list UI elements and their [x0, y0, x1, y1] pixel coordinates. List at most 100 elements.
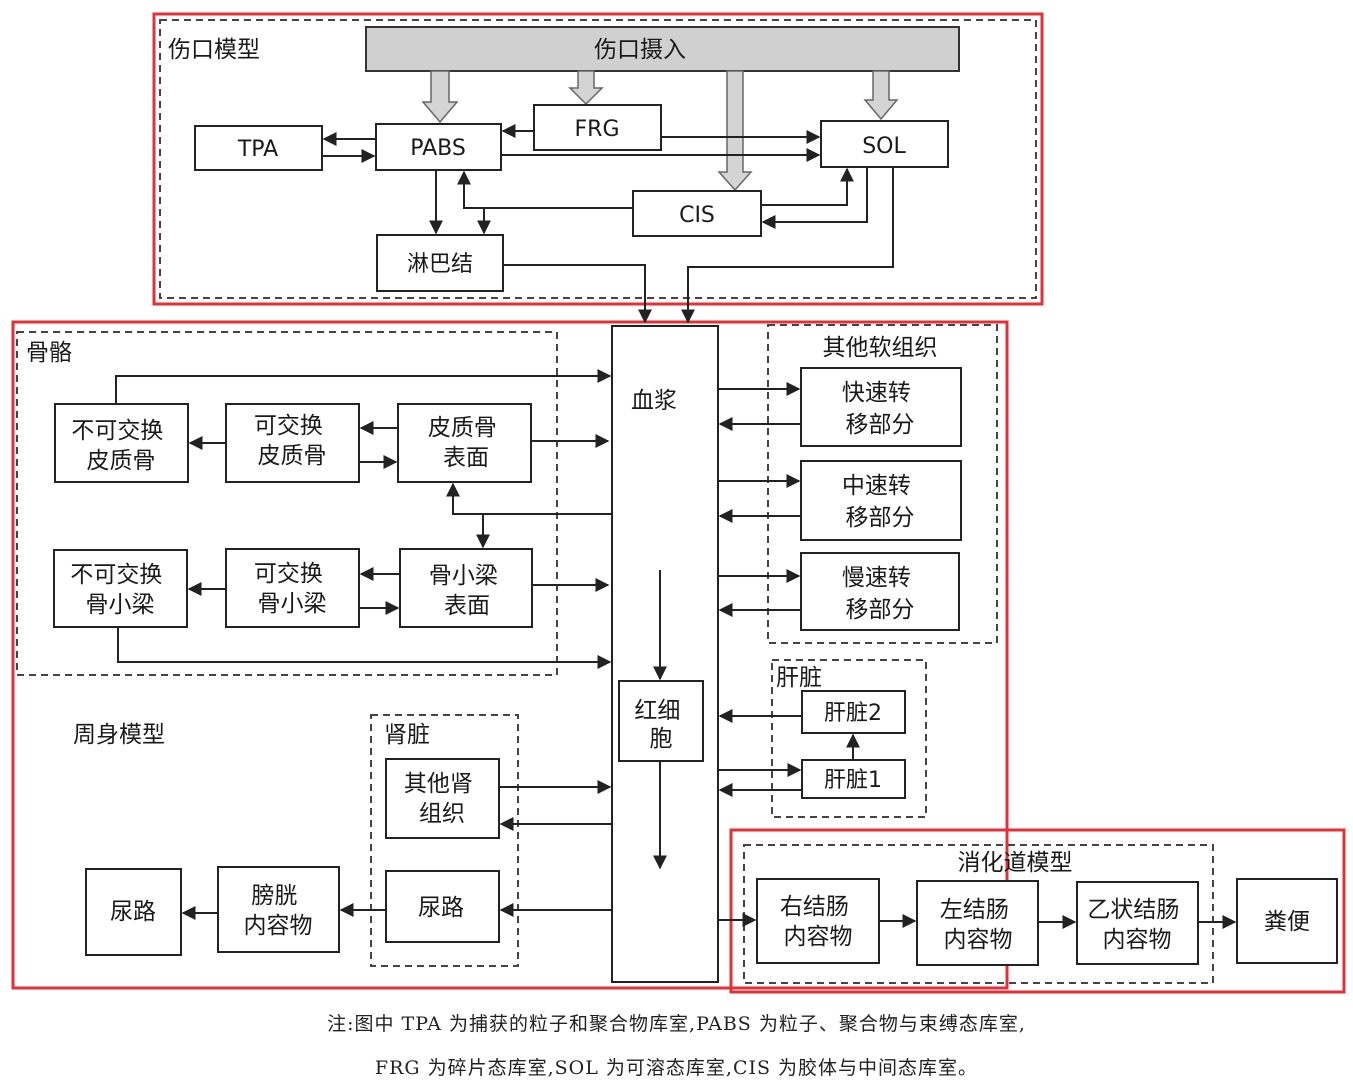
nonexch-cortical-line-1: 不可交换	[71, 418, 163, 444]
plasma-to-cortical-surface-arrow	[446, 482, 612, 515]
nonexch-trab-line-2: 骨小梁	[86, 592, 155, 618]
right-colon-line-1: 右结肠	[780, 894, 849, 920]
exch-cortical-label: 可交换 皮质骨	[254, 413, 330, 469]
liver1-label: 肝脏1	[824, 768, 882, 793]
slow-transfer-line-2: 移部分	[846, 597, 915, 623]
cortical-surface-label: 皮质骨 表面	[428, 415, 504, 471]
liver-group-label: 肝脏	[776, 665, 822, 691]
kidney-group-label: 肾脏	[384, 722, 430, 748]
feces-box	[1236, 878, 1338, 964]
other-kidney-line-2: 组织	[419, 801, 465, 827]
trab-surface-line-1: 骨小梁	[429, 563, 498, 589]
liver-group-frame	[771, 659, 927, 818]
pabs-label: PABS	[410, 136, 466, 161]
lymph-to-plasma-arrow	[503, 264, 652, 324]
footnote-line-2: FRG 为碎片态库室,SOL 为可溶态库室,CIS 为胶体与中间态库室。	[374, 1057, 979, 1079]
cis-box	[632, 190, 762, 237]
fast-transfer-label: 快速转 移部分	[842, 380, 918, 438]
medium-transfer-line-2: 移部分	[846, 505, 915, 531]
biokinetic-model-diagram: 伤口模型 周身模型 骨骼 其他软组织 肝脏 肾脏 消化道模型 伤口摄入 TPA …	[11, 12, 1346, 994]
left-colon-line-2: 内容物	[944, 927, 1013, 953]
sigmoid-colon-line-1: 乙状结肠	[1087, 897, 1179, 923]
feces-label: 粪便	[1264, 909, 1310, 935]
gi-model-frame	[729, 828, 1346, 994]
right-colon-box	[756, 878, 880, 964]
fast-transfer-box	[800, 367, 962, 447]
bone-group-label: 骨骼	[26, 340, 72, 366]
medium-transfer-box	[800, 460, 962, 541]
cortical-surface-line-1: 皮质骨	[428, 415, 497, 441]
exch-trab-line-1: 可交换	[254, 561, 323, 587]
exch-cortical-line-1: 可交换	[254, 413, 323, 439]
liver2-box	[801, 690, 906, 734]
trab-surface-line-2: 表面	[444, 593, 490, 619]
frg-box	[533, 104, 662, 151]
nonexch-cortical-box	[54, 403, 189, 483]
tpa-box	[194, 125, 323, 171]
other-kidney-line-1: 其他肾	[404, 771, 473, 797]
bladder-line-2: 内容物	[244, 913, 313, 939]
sol-to-cis-arrow	[761, 167, 868, 229]
sigmoid-colon-box	[1076, 881, 1199, 965]
lymph-node-label: 淋巴结	[407, 252, 473, 277]
liver2-label: 肝脏2	[824, 701, 882, 726]
nonexch-trab-box	[53, 549, 188, 628]
sol-box	[820, 120, 949, 168]
soft-tissue-group-frame	[767, 324, 998, 644]
bladder-line-1: 膀胱	[251, 883, 297, 909]
fast-transfer-line-1: 快速转	[842, 380, 911, 406]
sigmoid-colon-label: 乙状结肠 内容物	[1087, 897, 1186, 953]
nonexch-cortical-line-2: 皮质骨	[87, 448, 156, 474]
rbc-line-2: 胞	[650, 726, 673, 752]
intake-to-sol-arrow	[863, 70, 899, 121]
footnote-line-1: 注:图中 TPA 为捕获的粒子和聚合物库室,PABS 为粒子、聚合物与束缚态库室…	[327, 1013, 1026, 1035]
urine-box	[85, 868, 182, 956]
rbc-label: 红细 胞	[634, 698, 687, 752]
exch-trab-line-2: 骨小梁	[258, 591, 327, 617]
sol-label: SOL	[862, 134, 906, 159]
slow-transfer-line-1: 慢速转	[842, 565, 911, 591]
plasma-label: 血浆	[631, 388, 677, 414]
cis-label: CIS	[679, 203, 715, 228]
cis-to-pabs-arrow	[457, 170, 633, 209]
cortical-surface-box	[397, 403, 532, 483]
wound-model-frame	[152, 12, 1044, 306]
cortical-surface-line-2: 表面	[443, 445, 489, 471]
nonexch-trab-line-1: 不可交换	[70, 562, 162, 588]
kidney-group-frame	[370, 714, 519, 967]
slow-transfer-box	[800, 552, 960, 631]
gi-group-label: 消化道模型	[958, 850, 1073, 876]
left-colon-line-1: 左结肠	[940, 897, 1009, 923]
other-kidney-box	[385, 758, 500, 839]
slow-transfer-label: 慢速转 移部分	[842, 565, 918, 623]
medium-transfer-line-1: 中速转	[842, 473, 911, 499]
urine-label: 尿路	[110, 899, 156, 925]
bladder-box	[217, 866, 340, 953]
sigmoid-colon-line-2: 内容物	[1103, 927, 1172, 953]
lymph-node-box	[376, 234, 504, 292]
rbc-line-1: 红细	[634, 698, 680, 724]
exch-trab-label: 可交换 骨小梁	[254, 561, 330, 617]
cis-to-sol-arrow	[761, 167, 854, 206]
nonexch-cortical-label: 不可交换 皮质骨	[71, 418, 170, 474]
intake-to-pabs-arrow	[421, 70, 459, 124]
frg-label: FRG	[575, 117, 620, 142]
intake-to-frg-arrow	[568, 70, 604, 106]
left-colon-label: 左结肠 内容物	[940, 897, 1016, 953]
sol-to-plasma-arrow	[681, 167, 894, 324]
wound-intake-label: 伤口摄入	[594, 37, 686, 63]
right-colon-line-2: 内容物	[784, 924, 853, 950]
systemic-model-frame	[11, 320, 1009, 990]
other-kidney-label: 其他肾 组织	[404, 771, 480, 827]
nonexch-trab-to-plasma-arrow	[117, 627, 612, 669]
tpa-label: TPA	[237, 137, 278, 162]
wound-intake-bar	[365, 26, 960, 72]
bone-group-frame	[16, 331, 558, 676]
trab-surface-label: 骨小梁 表面	[429, 563, 505, 619]
wound-model-label: 伤口模型	[168, 37, 260, 63]
soft-tissue-group-label: 其他软组织	[823, 335, 938, 361]
right-colon-label: 右结肠 内容物	[780, 894, 856, 950]
fast-transfer-line-2: 移部分	[846, 412, 915, 438]
nonexch-trab-label: 不可交换 骨小梁	[70, 562, 169, 618]
urinary-path-box	[385, 870, 500, 943]
